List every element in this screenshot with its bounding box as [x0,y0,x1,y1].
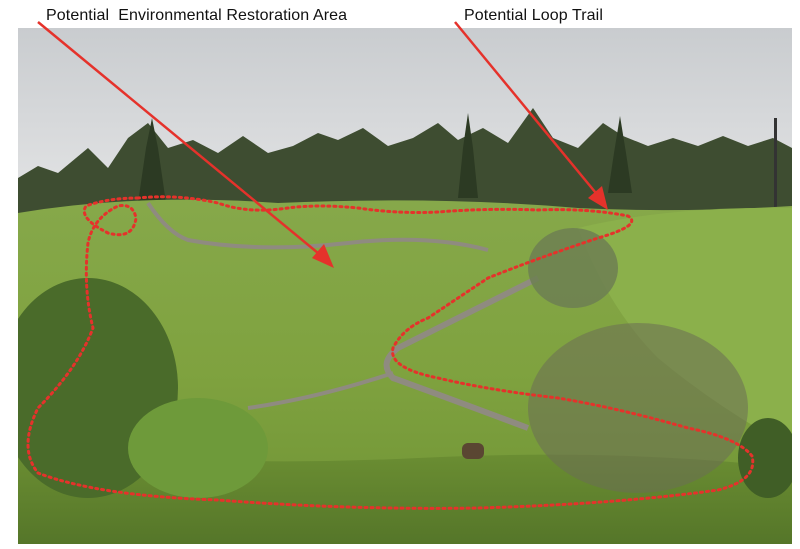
loop-trail-arrow-head [588,186,608,210]
tall-tree-left [138,118,166,203]
loop-trail-arrow-shaft [454,21,601,199]
restoration-arrow-head [312,244,334,268]
tall-tree-right [608,116,632,193]
restoration-area-label: Potential Environmental Restoration Area [46,7,348,24]
park-photo [18,28,792,544]
restoration-arrow-shaft [37,21,325,259]
loop-trail-label: Potential Loop Trail [464,7,603,24]
tall-tree-center [458,113,478,198]
light-pole [774,118,777,208]
